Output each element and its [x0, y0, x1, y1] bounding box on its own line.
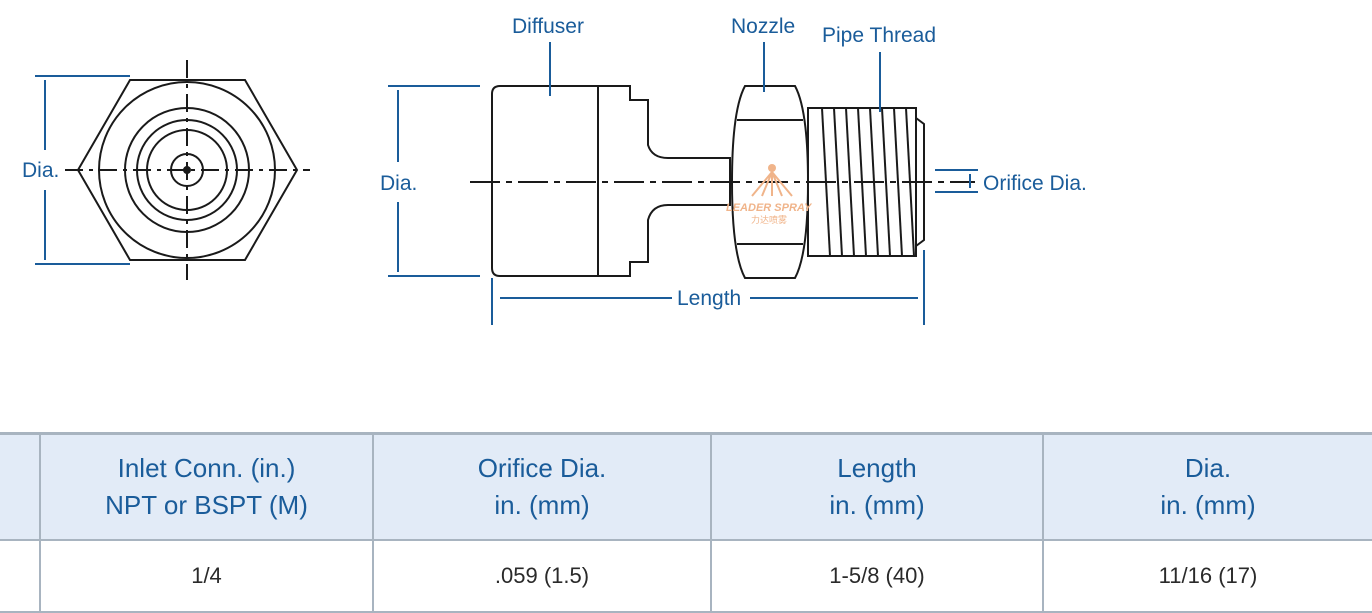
cell-blank: [0, 539, 41, 613]
spec-table: Inlet Conn. (in.) NPT or BSPT (M) Orific…: [0, 432, 1372, 613]
header-dia-line2: in. (mm): [1160, 490, 1256, 520]
end-view-dia-label: Dia.: [22, 159, 59, 182]
watermark-name: LEADER SPRAY: [726, 202, 813, 214]
header-orifice-dia-line1: Orifice Dia.: [477, 453, 607, 483]
side-view: [470, 85, 975, 279]
watermark-sub: 力达喷雾: [751, 214, 787, 225]
end-view: [65, 60, 310, 280]
header-blank: [0, 432, 41, 541]
pipe-thread-label: Pipe Thread: [822, 24, 936, 47]
watermark-logo: LEADER SPRAY 力达喷雾: [726, 164, 813, 225]
cell-dia: 11/16 (17): [1042, 539, 1372, 613]
header-inlet-conn: Inlet Conn. (in.) NPT or BSPT (M): [39, 432, 374, 541]
diffuser-label: Diffuser: [512, 15, 584, 38]
header-inlet-conn-line1: Inlet Conn. (in.): [117, 453, 296, 483]
watermark-spray-icon: [751, 171, 793, 197]
end-view-dia-dimension: [35, 75, 130, 265]
orifice-dia-label: Orifice Dia.: [983, 172, 1087, 195]
table-row: 1/4 .059 (1.5) 1-5/8 (40) 11/16 (17): [0, 539, 1372, 613]
nozzle-label: Nozzle: [731, 15, 795, 38]
header-length-line1: Length: [837, 453, 917, 483]
length-label: Length: [677, 287, 741, 310]
nozzle-diagram: Dia. Dia.: [22, 15, 1087, 325]
cell-length: 1-5/8 (40): [710, 539, 1044, 613]
header-dia: Dia. in. (mm): [1042, 432, 1372, 541]
header-dia-line1: Dia.: [1184, 453, 1232, 483]
cell-inlet-conn: 1/4: [39, 539, 374, 613]
header-inlet-conn-line2: NPT or BSPT (M): [105, 490, 308, 520]
label-leaders: [549, 42, 881, 112]
header-length-line2: in. (mm): [829, 490, 925, 520]
header-length: Length in. (mm): [710, 432, 1044, 541]
table-header-row: Inlet Conn. (in.) NPT or BSPT (M) Orific…: [0, 432, 1372, 541]
side-view-dia-dimension: [388, 85, 480, 277]
length-dimension: [491, 250, 925, 325]
nozzle-hex: [730, 85, 810, 279]
cell-orifice-dia: .059 (1.5): [372, 539, 712, 613]
side-view-dia-label: Dia.: [380, 172, 417, 195]
header-orifice-dia: Orifice Dia. in. (mm): [372, 432, 712, 541]
diffuser-body: [491, 85, 731, 277]
orifice-dimension: [935, 169, 978, 193]
header-orifice-dia-line2: in. (mm): [494, 490, 590, 520]
